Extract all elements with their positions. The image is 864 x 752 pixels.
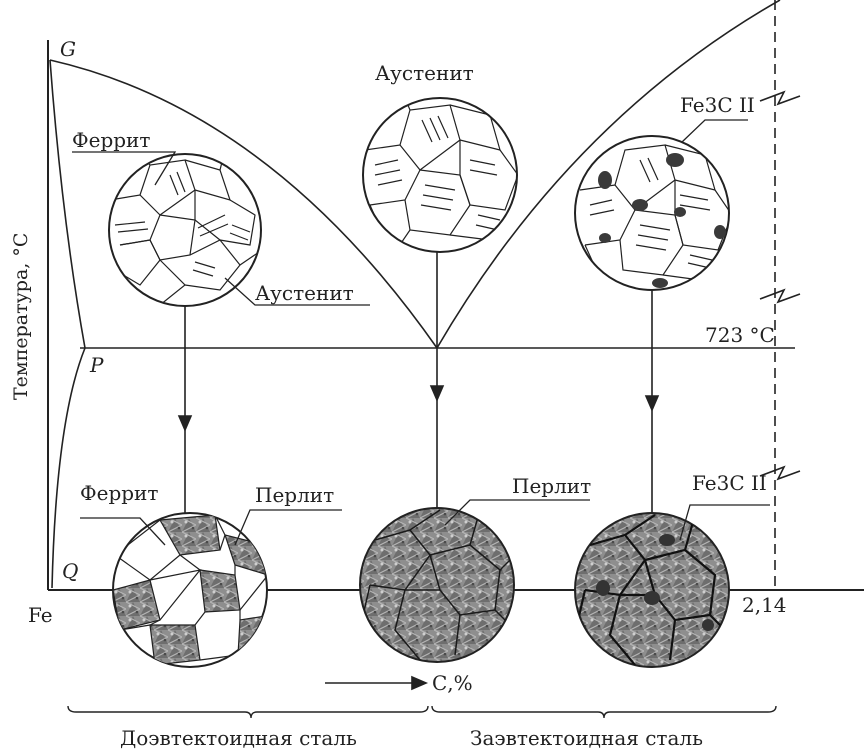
cementite-top-label: Fe3C II <box>680 93 755 117</box>
arrow-left-head <box>177 415 193 433</box>
arrows <box>177 252 660 691</box>
gp-line <box>49 59 86 349</box>
pearlite-mid-label: Перлит <box>512 474 591 498</box>
se-line <box>436 0 781 349</box>
austenite-left-label: Аустенит <box>255 281 354 305</box>
point-p-label: P <box>89 353 104 377</box>
ferrite-top-label: Феррит <box>72 128 150 152</box>
ferrite-bottom-label: Феррит <box>80 481 158 505</box>
bracket-hyper <box>431 705 777 719</box>
bracket-hypo <box>67 705 429 719</box>
eutectoid-temp-label: 723 °С <box>705 323 775 347</box>
point-g-label: G <box>60 37 76 61</box>
arrow-mid-head <box>429 385 445 403</box>
temperature-axis-label: Температура, °С <box>10 233 32 400</box>
carbon-axis-label: С,% <box>432 671 473 695</box>
carbon-end-label: 2,14 <box>742 593 787 617</box>
pq-line <box>51 347 86 589</box>
cementite-bottom-label: Fe3C II <box>692 471 767 495</box>
leader-lines <box>72 119 770 546</box>
pearlite-cementite-microstructure <box>574 512 730 668</box>
break-mark-3 <box>759 465 801 481</box>
steel-brackets <box>67 705 777 719</box>
pearlite-left-label: Перлит <box>255 483 334 507</box>
carbon-arrow-head <box>411 675 429 691</box>
ferrite-pearlite-microstructure <box>112 512 268 668</box>
austenite-microstructure <box>362 97 518 253</box>
austenite-top-label: Аустенит <box>375 61 474 85</box>
pearlite-microstructure <box>359 507 515 663</box>
break-mark-2 <box>759 288 801 304</box>
gs-line <box>49 59 438 349</box>
break-mark-1 <box>759 90 801 106</box>
fe-label: Fe <box>28 603 53 627</box>
austenite-cementite-microstructure <box>574 135 730 291</box>
point-q-label: Q <box>62 559 78 583</box>
hyper-steel-label: Заэвтектоидная сталь <box>470 726 703 750</box>
ferrite-austenite-microstructure <box>108 153 262 307</box>
hypo-steel-label: Доэвтектоидная сталь <box>120 726 357 750</box>
arrow-right-head <box>644 395 660 413</box>
